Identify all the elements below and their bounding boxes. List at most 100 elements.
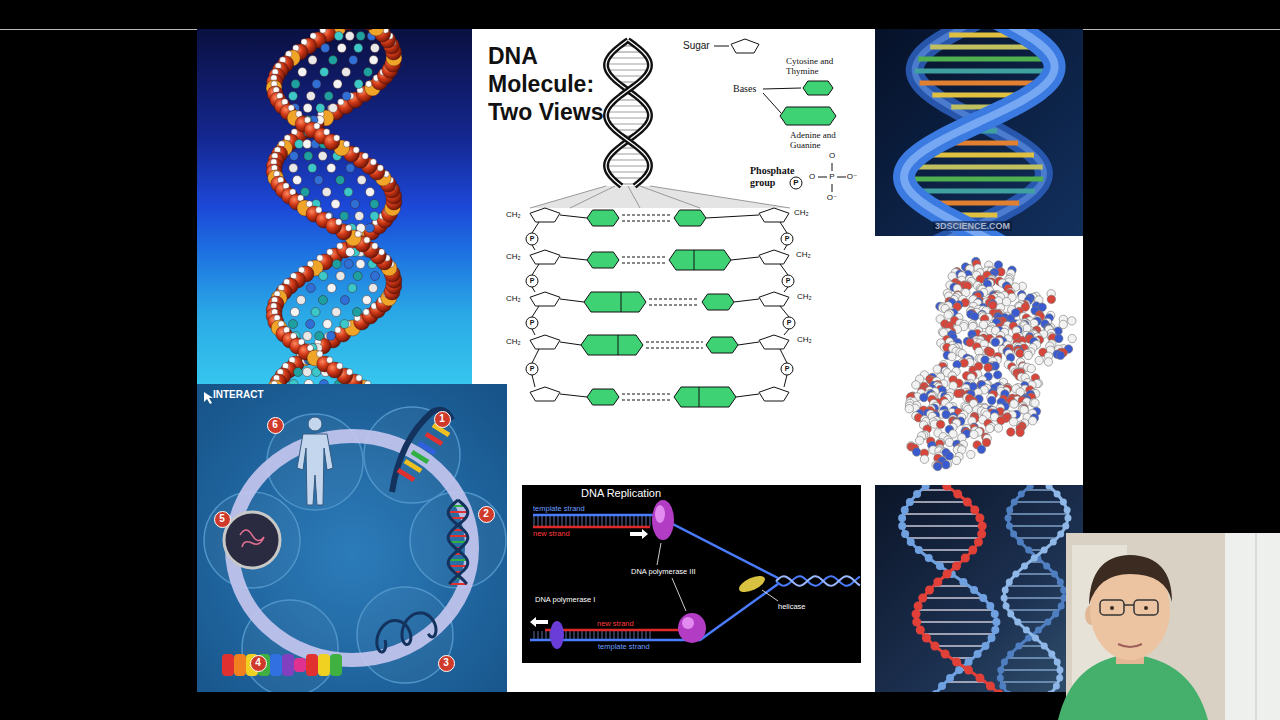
dna-bead-helix — [1027, 485, 1034, 490]
dna-replication-diagram — [650, 516, 651, 526]
callout-number: 6 — [272, 420, 278, 430]
dna-bead-helix — [1044, 619, 1051, 626]
dna-bead-helix — [1005, 515, 1012, 522]
dna-replication-diagram — [562, 516, 563, 526]
dna-space-filling-model — [331, 200, 340, 209]
dna-ladder-diagram — [780, 222, 787, 233]
dna-replication-diagram — [602, 516, 603, 526]
phosphate-symbol: P — [786, 277, 791, 285]
dna-space-filling-model — [271, 381, 277, 384]
dna-bead-helix — [932, 690, 940, 692]
dna-ladder-diagram — [606, 111, 649, 112]
dna-ladder-diagram — [606, 117, 649, 118]
dna-bead-helix — [1015, 643, 1022, 650]
dna-space-filling-model — [324, 92, 333, 101]
dna-ladder-diagram — [609, 123, 647, 124]
dna-bead-helix — [1025, 547, 1032, 554]
dna-replication-diagram — [558, 516, 559, 526]
dna-bead-helix — [914, 602, 923, 611]
callout-number: 3 — [443, 658, 449, 668]
protein-atom-model — [1010, 399, 1018, 407]
dna-ladder-diagram — [736, 394, 759, 397]
chemical-group: CH₂ — [797, 292, 812, 301]
dna-ladder-diagram — [759, 208, 789, 222]
dna-replication-diagram — [566, 631, 567, 639]
dna-ladder-diagram — [738, 342, 759, 345]
dna-space-filling-model — [197, 29, 472, 384]
dna-ladder-diagram — [610, 105, 647, 106]
legend-samples — [832, 184, 833, 192]
dna-ladder-diagram — [622, 263, 666, 264]
dna-ladder-diagram — [706, 215, 759, 218]
dna-space-filling-model — [317, 255, 323, 261]
dna-space-filling-model — [321, 44, 330, 53]
genome-cycle-illustration — [392, 410, 452, 492]
dna-ladder-diagram — [472, 29, 875, 692]
enzyme-label: DNA polymerase III — [631, 568, 696, 577]
dna-ribbon-helix — [904, 29, 1055, 236]
genome-cycle-illustration — [318, 654, 330, 676]
dna-ladder-diagram — [560, 394, 587, 397]
dna-space-filling-model — [340, 29, 356, 30]
dna-replication-diagram — [582, 631, 583, 639]
dna-replication-diagram — [650, 631, 651, 639]
dna-space-filling-model — [360, 29, 376, 30]
atom-symbol: O⁻ — [847, 172, 857, 181]
dna-replication-diagram — [578, 631, 579, 639]
dna-space-filling-model — [336, 363, 342, 369]
protein-atom-model — [912, 448, 920, 456]
dna-bead-helix — [1002, 587, 1009, 594]
dna-ladder-diagram — [649, 299, 699, 300]
legend-samples — [790, 177, 802, 189]
dna-bead-helix — [970, 586, 978, 594]
dna-space-filling-model — [314, 176, 323, 185]
phosphate-symbol: P — [787, 319, 792, 327]
dna-space-filling-model — [357, 176, 366, 185]
dna-replication-diagram — [630, 529, 648, 539]
legend-samples — [780, 107, 836, 125]
dna-space-filling-model — [349, 56, 358, 65]
legend-samples — [763, 88, 801, 89]
dna-bead-helix — [997, 675, 1004, 682]
dna-bead-helix — [933, 578, 942, 587]
dna-replication-diagram — [538, 516, 539, 526]
dna-space-filling-model — [312, 80, 321, 89]
dna-replication-diagram — [570, 516, 571, 526]
dna-ribbon-helix — [875, 29, 1083, 236]
dna-bead-helix — [1057, 531, 1064, 538]
dna-ladder-diagram — [608, 171, 649, 172]
callout-circle: 5 — [214, 511, 231, 528]
callout-circle: 1 — [434, 411, 451, 428]
dna-replication-diagram — [638, 516, 639, 526]
dna-ladder-diagram — [782, 275, 794, 287]
dna-bead-helix — [919, 549, 973, 551]
dna-bead-helix — [1001, 659, 1008, 666]
dna-bead-helix — [1017, 537, 1058, 539]
dna-bead-helix — [902, 525, 982, 527]
dna-space-filling-model — [370, 159, 376, 165]
dna-bead-helix — [1064, 507, 1071, 514]
dna-space-filling-model — [378, 249, 384, 255]
presenter-webcam — [1134, 600, 1158, 615]
phosphate-symbol: P — [793, 178, 798, 187]
dna-replication-diagram — [646, 631, 647, 639]
dna-bead-helix — [1053, 683, 1060, 690]
dna-bead-helix — [1041, 643, 1048, 650]
protein-atom-model — [1068, 334, 1076, 342]
protein-atom-model — [970, 312, 978, 320]
dna-bead-helix — [997, 667, 1004, 674]
dna-bead-helix — [915, 546, 923, 554]
protein-atom-model — [970, 430, 978, 438]
genome-cycle-illustration — [197, 384, 507, 692]
atom-symbol: O — [829, 151, 835, 160]
dna-bead-helix — [964, 666, 973, 675]
dna-replication-diagram — [534, 631, 535, 639]
dna-ladder-diagram — [781, 363, 793, 375]
enzyme-label: helicase — [778, 603, 806, 612]
dna-bead-helix — [1050, 539, 1057, 546]
dna-bead-helix — [1012, 571, 1019, 578]
dna-replication-diagram — [598, 631, 599, 639]
dna-space-filling-model — [335, 327, 341, 333]
dna-bead-helix — [988, 634, 996, 642]
